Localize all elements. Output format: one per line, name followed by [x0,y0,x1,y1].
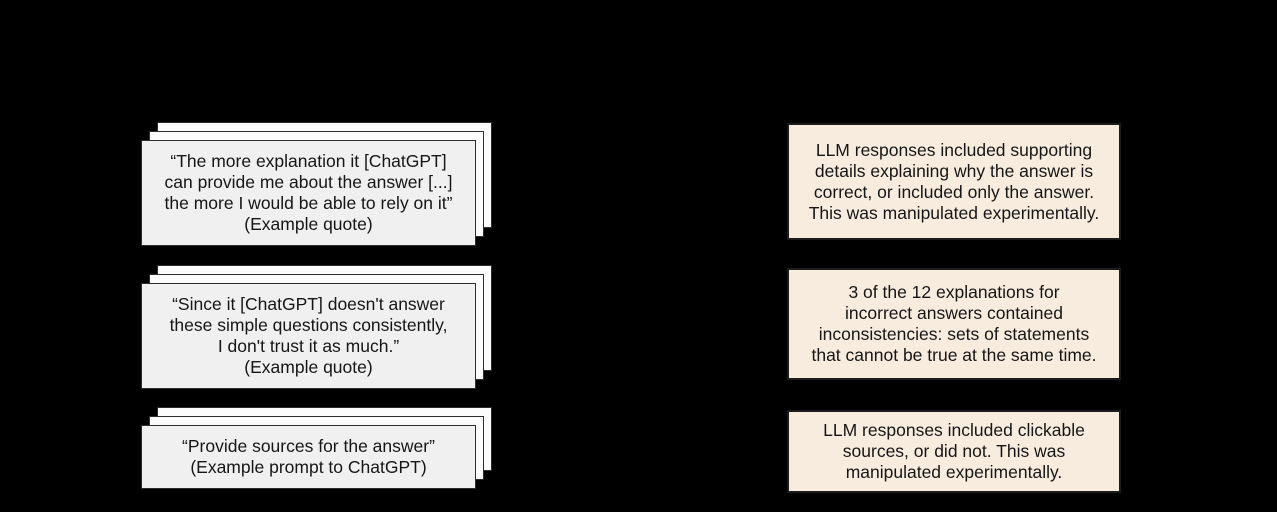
quote-line: “Provide sources for the answer” [182,436,435,456]
quote-card-1: “The more explanation it [ChatGPT] can p… [141,140,476,246]
finding-box-1: LLM responses included supporting detail… [787,123,1121,240]
finding-box-2: 3 of the 12 explanations for incorrect a… [787,268,1121,380]
quote-line: these simple questions consistently, [169,315,448,335]
finding-line: correct, or included only the answer. [813,181,1095,202]
quote-line: the more I would be able to rely on it” [164,193,453,213]
finding-line: 3 of the 12 explanations for [848,282,1060,302]
finding-line: LLM responses included supporting [815,139,1093,160]
quote-line: I don't trust it as much.” [217,336,400,356]
quote-card-stack-2: “Since it [ChatGPT] doesn't answer these… [141,265,492,389]
quote-attribution: (Example quote) [244,214,373,234]
quote-card-stack-3: “Provide sources for the answer” (Exampl… [141,407,492,489]
finding-box-3: LLM responses included clickable sources… [787,410,1121,493]
finding-line: sources, or did not. This was [842,441,1066,461]
finding-line: that cannot be true at the same time. [811,345,1097,365]
quote-line: “The more explanation it [ChatGPT] [170,151,447,171]
quote-attribution: (Example prompt to ChatGPT) [190,457,427,477]
quote-card-3: “Provide sources for the answer” (Exampl… [141,425,476,489]
quote-card-stack-1: “The more explanation it [ChatGPT] can p… [141,122,492,246]
finding-line: manipulated experimentally. [845,462,1063,482]
quote-card-2: “Since it [ChatGPT] doesn't answer these… [141,283,476,389]
finding-line: incorrect answers contained [845,303,1063,323]
finding-line: inconsistencies: sets of statements [818,324,1090,344]
finding-line: This was manipulated experimentally. [808,202,1100,223]
quote-line: “Since it [ChatGPT] doesn't answer [172,294,445,314]
finding-line: details explaining why the answer is [814,160,1094,181]
quote-attribution: (Example quote) [244,357,373,377]
quote-line: can provide me about the answer [...] [164,172,453,192]
finding-line: LLM responses included clickable [823,420,1085,440]
